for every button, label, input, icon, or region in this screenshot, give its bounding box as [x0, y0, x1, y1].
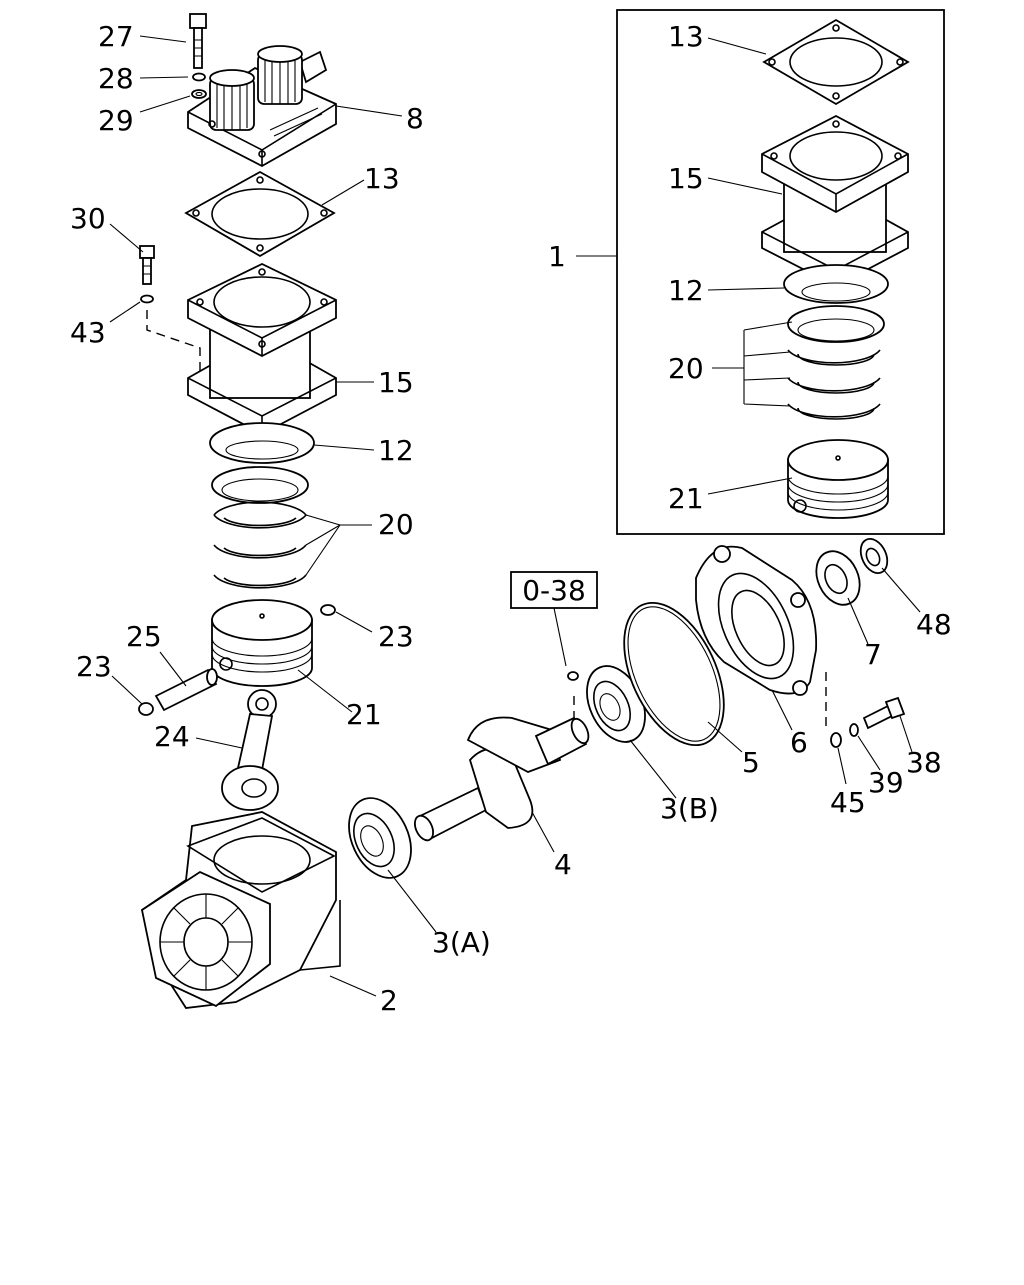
piston-21-part: [211, 599, 313, 687]
callout-labels: 27 28 29 8 13 30 43 15 12 20 23 25 23 21…: [70, 20, 952, 1017]
callout-2: 2: [380, 984, 398, 1017]
callout-28: 28: [98, 62, 134, 95]
bolt-alignment-line: [146, 310, 201, 380]
cylinder-15-part: [187, 262, 337, 436]
bolt-30-part: [139, 245, 155, 285]
callout-12: 12: [378, 434, 414, 467]
o-ring-5-part: [623, 601, 725, 747]
seal-7-part: [815, 550, 861, 606]
piston-rings-20-part: [211, 466, 309, 589]
bolt-38-part: [862, 696, 906, 730]
callout-27: 27: [98, 20, 134, 53]
kit-box: [616, 9, 945, 535]
ring-12-part: [209, 422, 315, 464]
key-part: [567, 671, 579, 681]
washer-45-part: [830, 732, 842, 748]
washer-39-part: [849, 723, 859, 737]
reference-leader: [553, 607, 567, 667]
callout-23-left: 23: [76, 650, 112, 683]
callout-5: 5: [742, 746, 760, 779]
callout-kit-15: 15: [668, 162, 704, 195]
callout-24: 24: [154, 720, 190, 753]
gasket-13-part: [184, 170, 336, 258]
washer-43-part: [140, 294, 154, 304]
callout-15: 15: [378, 366, 414, 399]
washer-29-part: [191, 89, 207, 99]
reference-box-label: 0-38: [522, 574, 586, 607]
piston-pin-25-part: [154, 668, 218, 712]
seal-48-part: [859, 538, 889, 574]
bolt-27-part: [189, 13, 207, 69]
callout-39: 39: [868, 766, 904, 799]
leader-lines: [109, 35, 921, 997]
kit-piston-rings-20-part: [787, 305, 885, 420]
clip-23-right-part: [320, 604, 336, 616]
callout-30: 30: [70, 202, 106, 235]
callout-7: 7: [864, 638, 882, 671]
kit-gasket-13-part: [762, 18, 910, 106]
connecting-rod-24-part: [221, 689, 279, 811]
callout-3b: 3(B): [660, 792, 719, 825]
callout-kit-21: 21: [668, 482, 704, 515]
callout-kit-12: 12: [668, 274, 704, 307]
cylinder-head-part: [187, 45, 337, 168]
callout-20: 20: [378, 508, 414, 541]
callout-29: 29: [98, 104, 134, 137]
callout-45: 45: [830, 786, 866, 819]
callout-kit-13: 13: [668, 20, 704, 53]
kit-piston-21-part: [787, 439, 889, 519]
kit-cylinder-15-part: [761, 114, 909, 288]
callout-kit-1: 1: [548, 240, 566, 273]
callout-kit-20: 20: [668, 352, 704, 385]
bearing-cover-6-part: [695, 545, 817, 696]
crankcase-2-part: [140, 811, 341, 1009]
kit-ring-12-part: [783, 264, 889, 304]
washer-28-part: [192, 72, 206, 82]
bearing-3a-part: [348, 797, 412, 879]
callout-38: 38: [906, 746, 942, 779]
callout-4: 4: [554, 848, 572, 881]
callout-43: 43: [70, 316, 106, 349]
callout-48: 48: [916, 608, 952, 641]
crankshaft-4-part: [414, 716, 590, 842]
clip-23-left-part: [138, 702, 154, 716]
callout-25: 25: [126, 620, 162, 653]
callout-23-right: 23: [378, 620, 414, 653]
callout-21: 21: [346, 698, 382, 731]
callout-13: 13: [364, 162, 400, 195]
callout-8: 8: [406, 102, 424, 135]
callout-3a: 3(A): [432, 926, 491, 959]
callout-6: 6: [790, 726, 808, 759]
